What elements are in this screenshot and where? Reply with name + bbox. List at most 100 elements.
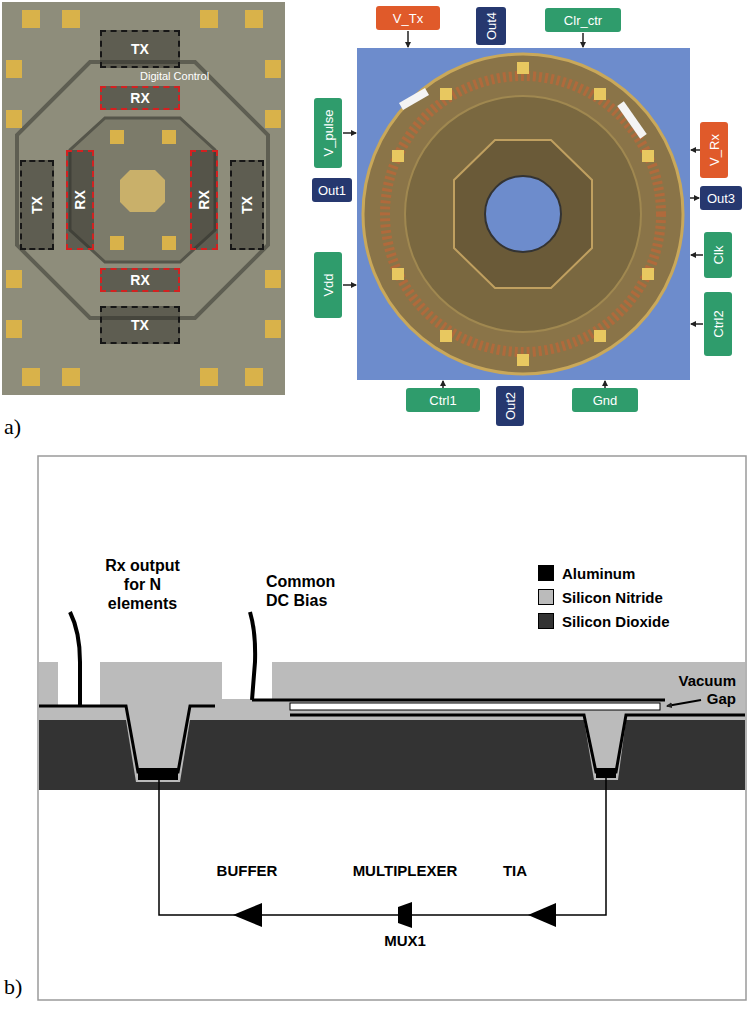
- pin-arrow: [343, 132, 356, 134]
- pin-name: Out4: [484, 12, 499, 40]
- bond-pad: [265, 60, 281, 78]
- bond-pad: [517, 354, 529, 366]
- block-name: RX: [196, 190, 212, 209]
- multiplexer-symbol: [398, 902, 412, 928]
- silicon-nitride-layer: [39, 662, 745, 720]
- bond-pad: [265, 110, 281, 128]
- pin-tag: Vdd: [314, 252, 342, 318]
- legend-text: Aluminum: [562, 565, 635, 582]
- bond-pad: [6, 270, 22, 288]
- bond-pad: [22, 368, 40, 386]
- circuit-label: TIA: [503, 862, 527, 879]
- pin-tag: V_pulse: [314, 98, 342, 168]
- pin-arrow: [690, 197, 699, 199]
- bond-pad: [265, 270, 281, 288]
- pin-name: Clr_ctr: [564, 13, 602, 28]
- via-opening: [222, 662, 272, 699]
- bond-pad: [6, 320, 22, 338]
- block-name: TX: [29, 196, 45, 214]
- octagon-ring: [17, 62, 268, 318]
- bond-pad: [642, 150, 654, 162]
- block-outline: RX: [190, 150, 218, 250]
- block-outline: RX: [100, 86, 180, 110]
- bond-pad: [440, 330, 452, 342]
- legend-swatch: [538, 565, 554, 581]
- pin-name: Ctrl2: [711, 310, 726, 337]
- block-outline: TX: [100, 30, 180, 68]
- bond-wire: [250, 612, 255, 700]
- bond-pad: [6, 60, 22, 78]
- pin-name: Clk: [711, 246, 726, 265]
- aluminum-pad: [138, 768, 178, 780]
- pin-name: Vdd: [321, 273, 336, 296]
- wire-label: Common DC Bias: [266, 572, 346, 610]
- block-caption: Digital Control: [140, 70, 209, 82]
- pin-tag: Out1: [312, 178, 352, 202]
- pin-name: Gnd: [593, 393, 618, 408]
- cmut-cross-section: [38, 456, 746, 1000]
- signal-wire: [159, 778, 606, 915]
- bond-pads: [6, 10, 281, 386]
- bond-pad: [110, 236, 124, 250]
- vacuum-gap: [290, 703, 660, 710]
- bond-pad: [392, 150, 404, 162]
- bond-pad: [200, 10, 218, 28]
- pin-arrow: [343, 284, 356, 286]
- silicon-dioxide-layer: [39, 720, 745, 790]
- circuit-label: BUFFER: [217, 862, 278, 879]
- bond-pad: [440, 88, 452, 100]
- layer-label: Vacuum Gap: [668, 672, 736, 708]
- block-name: TX: [131, 317, 149, 333]
- top-electrode: [252, 699, 665, 702]
- bond-pad: [110, 130, 124, 144]
- legend-row: Silicon Dioxide: [538, 613, 670, 630]
- octagon-ring: [454, 140, 592, 288]
- bond-pad: [594, 88, 606, 100]
- bond-pad: [162, 236, 176, 250]
- center-hole: [485, 176, 561, 252]
- pin-name: Out3: [707, 191, 735, 206]
- pin-tag: V_Tx: [376, 6, 440, 30]
- bond-pads: [392, 62, 654, 366]
- circuit-label: MUX1: [384, 932, 426, 949]
- bond-pad: [594, 330, 606, 342]
- probe-mark: [399, 88, 429, 110]
- bond-pad: [200, 368, 218, 386]
- block-name: TX: [239, 196, 255, 214]
- block-outline: TX: [100, 306, 180, 344]
- left-chip-micrograph: [2, 2, 285, 395]
- leader-arrow: [667, 700, 701, 706]
- aluminum-line: [39, 706, 215, 772]
- block-name: RX: [130, 272, 149, 288]
- pin-arrow: [604, 381, 606, 388]
- block-outline: TX: [20, 160, 54, 250]
- pin-arrow: [691, 149, 700, 151]
- legend-row: Aluminum: [538, 565, 635, 582]
- pin-tag: Ctrl2: [704, 292, 732, 356]
- pin-tag: Clk: [704, 232, 732, 278]
- block-outline: RX: [66, 150, 94, 250]
- block-name: RX: [72, 190, 88, 209]
- bond-pad: [517, 62, 529, 74]
- wire-label: Rx output for N elements: [95, 556, 190, 613]
- block-name: RX: [130, 90, 149, 106]
- block-name: TX: [131, 41, 149, 57]
- chip-die: [2, 2, 285, 395]
- pin-tag: V_Rx: [700, 122, 728, 178]
- bond-pad: [6, 110, 22, 128]
- pin-arrows: [343, 31, 703, 388]
- pin-tag: Out4: [476, 7, 506, 45]
- pin-arrow: [407, 31, 409, 47]
- buffer-symbol: [233, 903, 262, 927]
- bond-pad: [392, 268, 404, 280]
- pin-arrow: [691, 323, 703, 325]
- legend-row: Silicon Nitride: [538, 589, 663, 606]
- bond-pad: [22, 10, 40, 28]
- element-ring: [385, 76, 661, 352]
- block-outline: TX: [230, 160, 264, 250]
- pin-name: V_Rx: [707, 134, 722, 166]
- pin-name: V_pulse: [321, 110, 336, 157]
- circuit-area: [405, 96, 641, 332]
- pin-tag: Clr_ctr: [545, 8, 621, 32]
- pin-tag: Out2: [496, 386, 524, 426]
